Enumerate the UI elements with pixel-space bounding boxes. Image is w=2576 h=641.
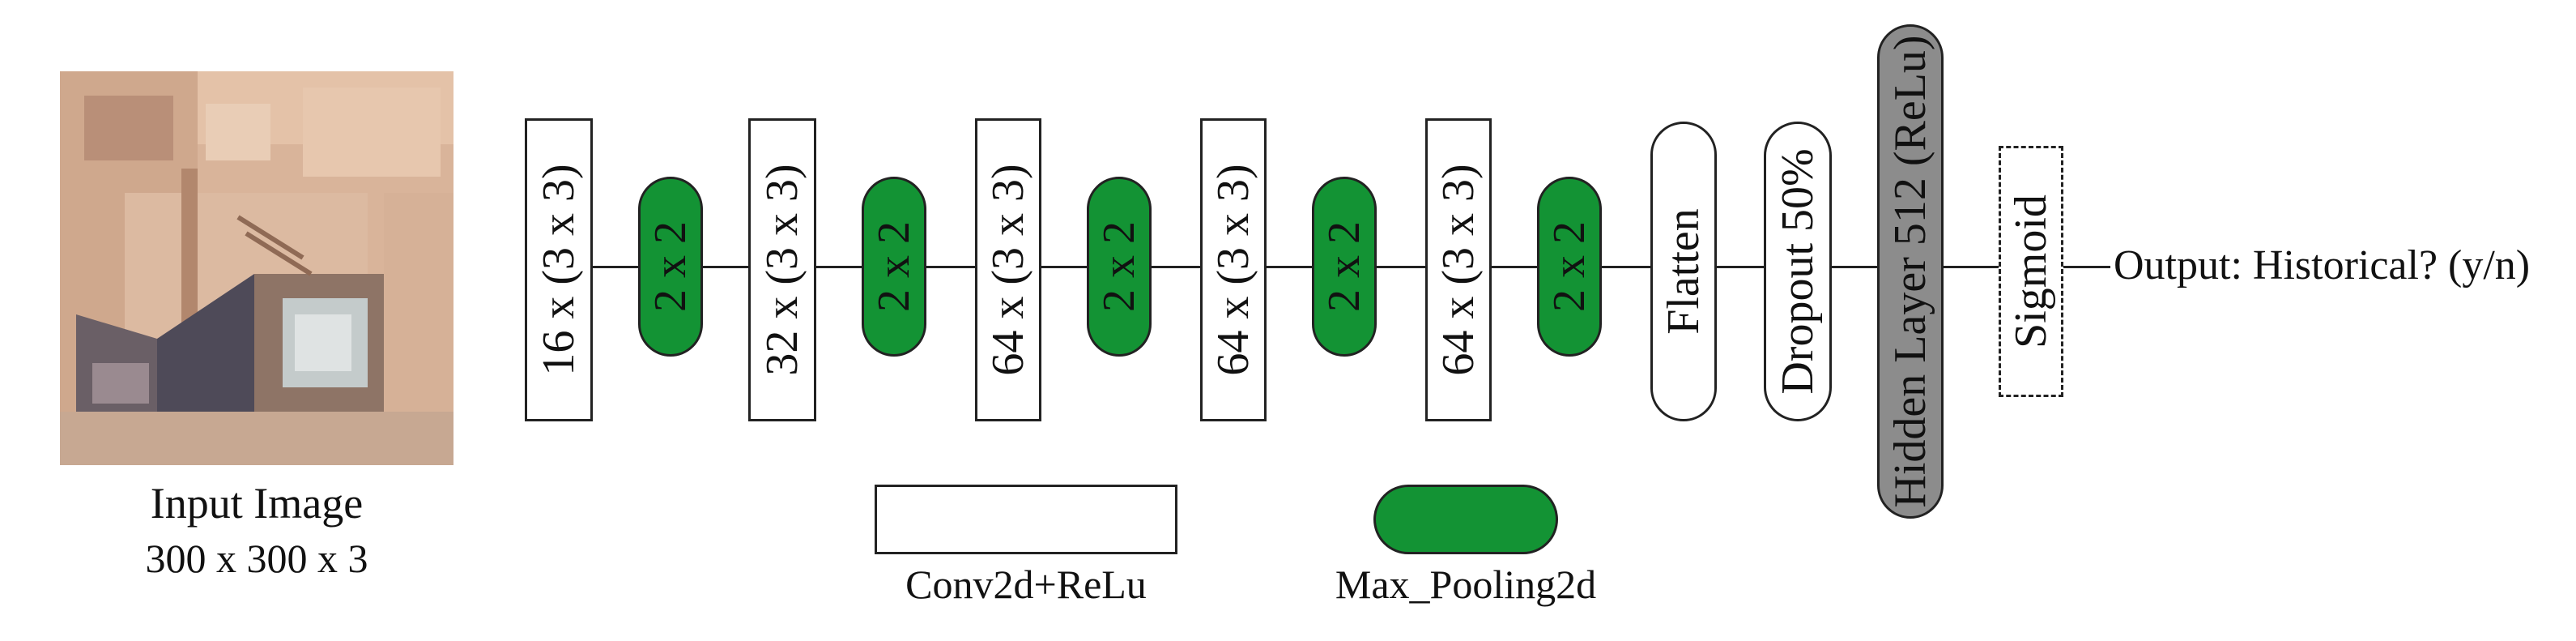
connector xyxy=(1717,266,1764,268)
connector xyxy=(1602,266,1650,268)
pool-layer-2: 2 x 2 xyxy=(862,177,926,357)
flatten-label: Flatten xyxy=(1658,208,1709,335)
hidden-layer: Hidden Layer 512 (ReLu) xyxy=(1877,24,1944,519)
pool-layer-1: 2 x 2 xyxy=(638,177,703,357)
legend-conv-label: Conv2d+ReLu xyxy=(905,562,1147,607)
legend-conv-swatch xyxy=(875,485,1177,554)
pool-layer-4-label: 2 x 2 xyxy=(1319,221,1369,312)
hidden-layer-label: Hidden Layer 512 (ReLu) xyxy=(1885,35,1935,508)
input-image xyxy=(60,71,453,465)
conv-layer-3-label: 64 x (3 x 3) xyxy=(983,164,1033,376)
conv-layer-5: 64 x (3 x 3) xyxy=(1425,118,1492,421)
input-image-title: Input Image xyxy=(150,479,364,528)
connector xyxy=(1152,266,1200,268)
aerial-photo xyxy=(60,71,453,465)
dropout-label: Dropout 50% xyxy=(1773,148,1823,395)
connector xyxy=(926,266,975,268)
conv-layer-1-label: 16 x (3 x 3) xyxy=(534,164,584,376)
connector xyxy=(1492,266,1537,268)
pool-layer-5: 2 x 2 xyxy=(1537,177,1602,357)
connector xyxy=(703,266,748,268)
connector xyxy=(816,266,862,268)
conv-layer-2: 32 x (3 x 3) xyxy=(748,118,816,421)
pool-layer-4: 2 x 2 xyxy=(1312,177,1377,357)
conv-layer-4: 64 x (3 x 3) xyxy=(1200,118,1267,421)
conv-layer-3: 64 x (3 x 3) xyxy=(975,118,1041,421)
legend-pool-swatch xyxy=(1373,485,1558,554)
connector xyxy=(1377,266,1425,268)
connector xyxy=(1041,266,1087,268)
connector xyxy=(1832,266,1877,268)
conv-layer-5-label: 64 x (3 x 3) xyxy=(1433,164,1484,376)
pool-layer-2-label: 2 x 2 xyxy=(869,221,919,312)
dropout-layer: Dropout 50% xyxy=(1764,122,1832,421)
conv-layer-2-label: 32 x (3 x 3) xyxy=(757,164,807,376)
connector xyxy=(2063,266,2110,268)
input-image-dims: 300 x 300 x 3 xyxy=(145,536,368,581)
output-label: Output: Historical? (y/n) xyxy=(2114,242,2531,288)
connector xyxy=(1267,266,1312,268)
pool-layer-1-label: 2 x 2 xyxy=(645,221,696,312)
conv-layer-1: 16 x (3 x 3) xyxy=(525,118,593,421)
connector xyxy=(593,266,638,268)
pool-layer-3: 2 x 2 xyxy=(1087,177,1152,357)
legend-pool-label: Max_Pooling2d xyxy=(1335,562,1597,607)
sigmoid-layer: Sigmoid xyxy=(1999,146,2063,397)
conv-layer-4-label: 64 x (3 x 3) xyxy=(1208,164,1258,376)
pool-layer-3-label: 2 x 2 xyxy=(1094,221,1144,312)
flatten-layer: Flatten xyxy=(1650,122,1717,421)
connector xyxy=(1944,266,1999,268)
pool-layer-5-label: 2 x 2 xyxy=(1544,221,1595,312)
sigmoid-label: Sigmoid xyxy=(2006,194,2056,348)
